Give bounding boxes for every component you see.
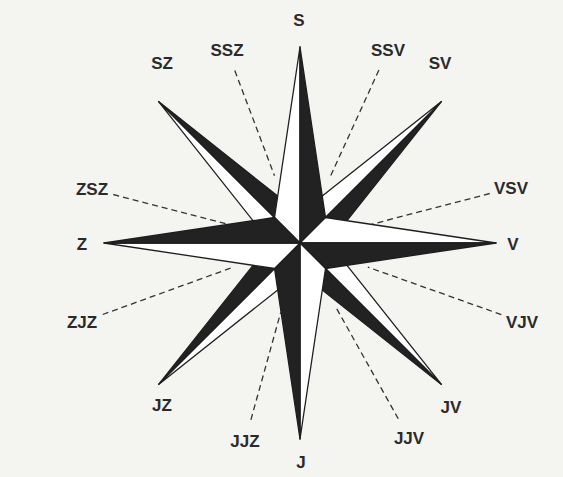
cardinal-arm xyxy=(104,218,300,244)
direction-label: JJV xyxy=(394,430,424,447)
direction-label: Z xyxy=(77,236,87,253)
leader-line xyxy=(368,267,502,315)
direction-label: JJZ xyxy=(230,433,259,450)
direction-label: VSV xyxy=(494,180,528,197)
direction-label: JZ xyxy=(152,397,172,414)
cardinal-arm xyxy=(275,243,301,439)
direction-label: S xyxy=(293,12,304,29)
direction-label: SV xyxy=(429,55,452,72)
direction-label: SZ xyxy=(151,55,173,72)
leader-line xyxy=(103,268,233,315)
direction-label: ZSZ xyxy=(76,181,108,198)
direction-label: VJV xyxy=(506,314,538,331)
direction-label: J xyxy=(296,454,305,471)
leader-line xyxy=(370,194,490,225)
direction-label: JV xyxy=(441,399,462,416)
cardinal-arm xyxy=(300,47,326,243)
cardinal-arm xyxy=(300,218,496,244)
cardinal-arm xyxy=(300,243,326,439)
direction-label: SSZ xyxy=(210,42,243,59)
direction-label: ZJZ xyxy=(67,314,97,331)
direction-label: V xyxy=(507,236,518,253)
leader-line xyxy=(235,71,275,176)
direction-label: SSV xyxy=(371,42,405,59)
cardinal-arm xyxy=(275,47,301,243)
cardinal-arm xyxy=(104,243,300,269)
cardinal-arm xyxy=(300,243,496,269)
leader-line xyxy=(251,312,281,419)
leader-line xyxy=(113,195,230,225)
